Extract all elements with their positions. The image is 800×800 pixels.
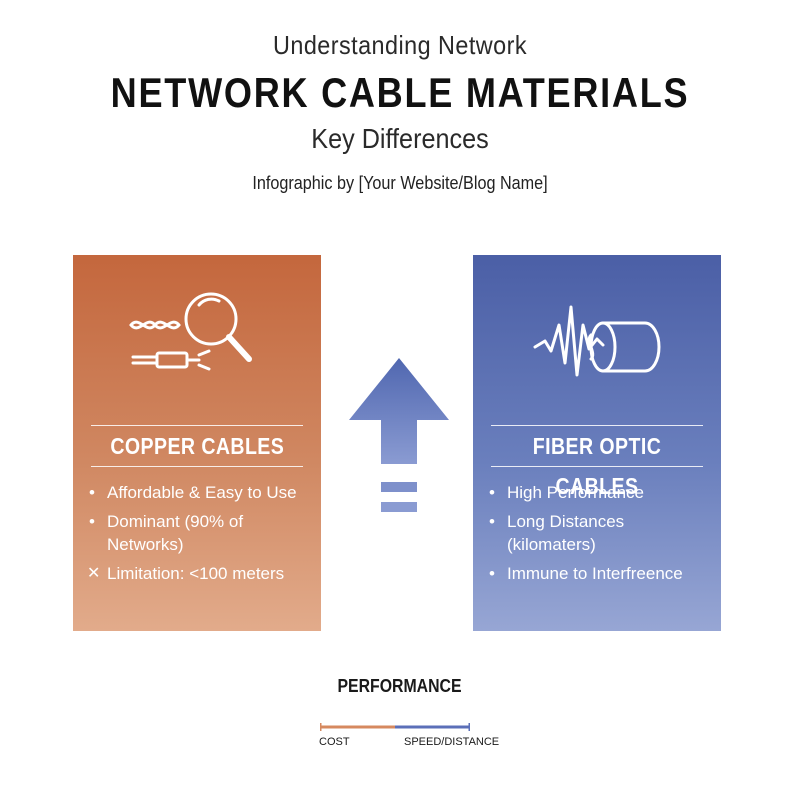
performance-scale-bar (320, 718, 470, 731)
copper-panel: COPPER CABLES •Affordable & Easy to Use … (73, 255, 321, 631)
kicker-text: Understanding Network (273, 30, 527, 60)
list-item: •Long Distances (kilomaters) (489, 512, 625, 554)
list-item: •Immune to Interfreence (489, 564, 683, 583)
up-arrow-icon (349, 358, 449, 518)
list-item: •Dominant (90% of Networks) (89, 512, 244, 554)
page-subtitle: Key Differences (311, 123, 489, 154)
light-pulse-fiber-icon (473, 285, 721, 385)
fiber-points: •High Performance •Long Distances (kilom… (487, 481, 715, 591)
list-item: •Affordable & Easy to Use (89, 483, 297, 502)
legend-high-label: SPEED/DISTANCE (404, 736, 500, 748)
legend-low-label: COST (319, 736, 350, 748)
byline: Infographic by [Your Website/Blog Name] (252, 173, 548, 193)
copper-heading: COPPER CABLES (91, 425, 303, 467)
list-item: •High Performance (489, 483, 645, 502)
copper-points: •Affordable & Easy to Use •Dominant (90%… (87, 481, 315, 591)
fiber-heading: FIBER OPTIC CABLES (491, 425, 703, 499)
cross-icon: ✕ (87, 565, 101, 582)
list-item: ✕Limitation: <100 meters (87, 564, 285, 583)
twisted-wire-magnifier-plug-icon (73, 285, 321, 385)
legend-title: PERFORMANCE (337, 676, 463, 696)
performance-legend: PERFORMANCE COST SPEED/DISTANCE (300, 676, 500, 748)
fiber-panel: FIBER OPTIC CABLES •High Performance •Lo… (473, 255, 721, 631)
header: Understanding Network NETWORK CABLE MATE… (0, 30, 800, 194)
page-title: NETWORK CABLE MATERIALS (110, 69, 690, 116)
